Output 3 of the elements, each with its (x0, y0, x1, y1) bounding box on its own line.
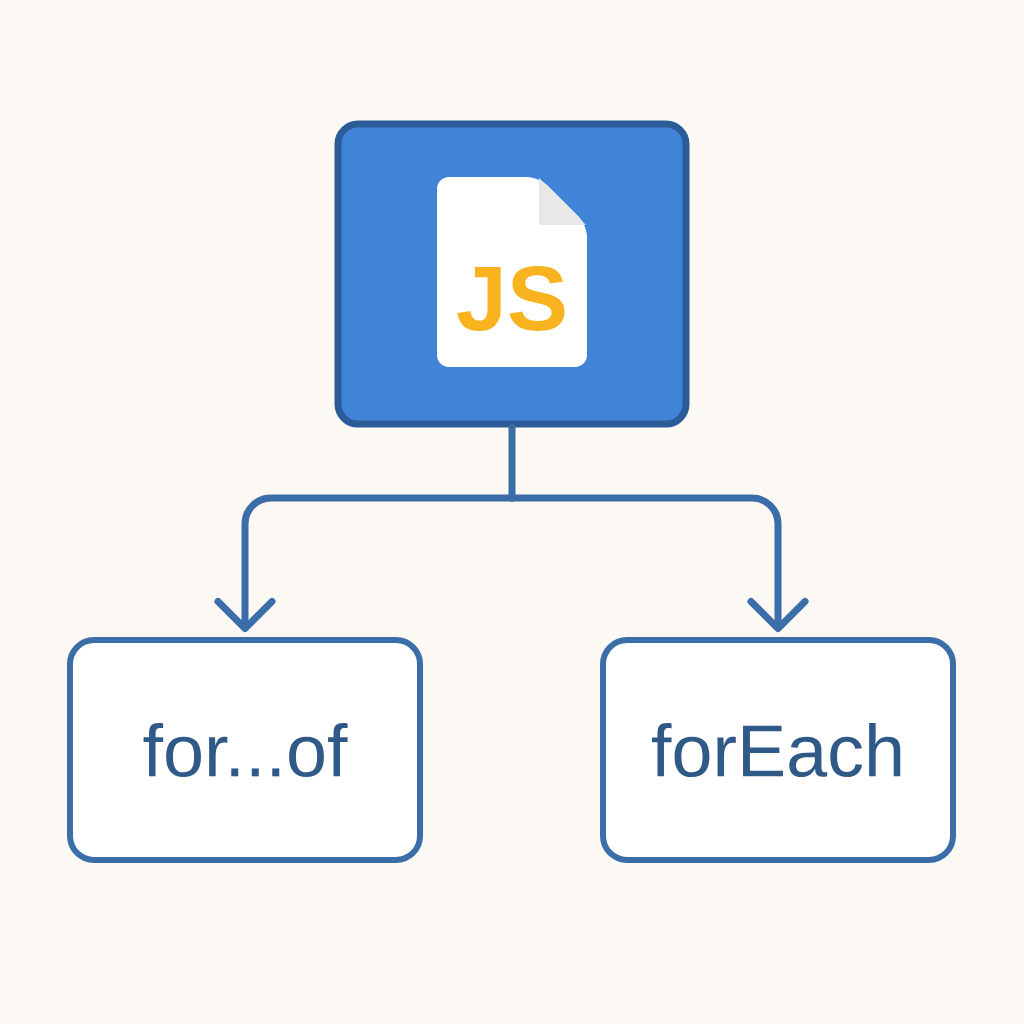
arrow (508, 494, 809, 632)
process-box: forEach (600, 637, 956, 863)
process-box: for...of (67, 637, 423, 863)
